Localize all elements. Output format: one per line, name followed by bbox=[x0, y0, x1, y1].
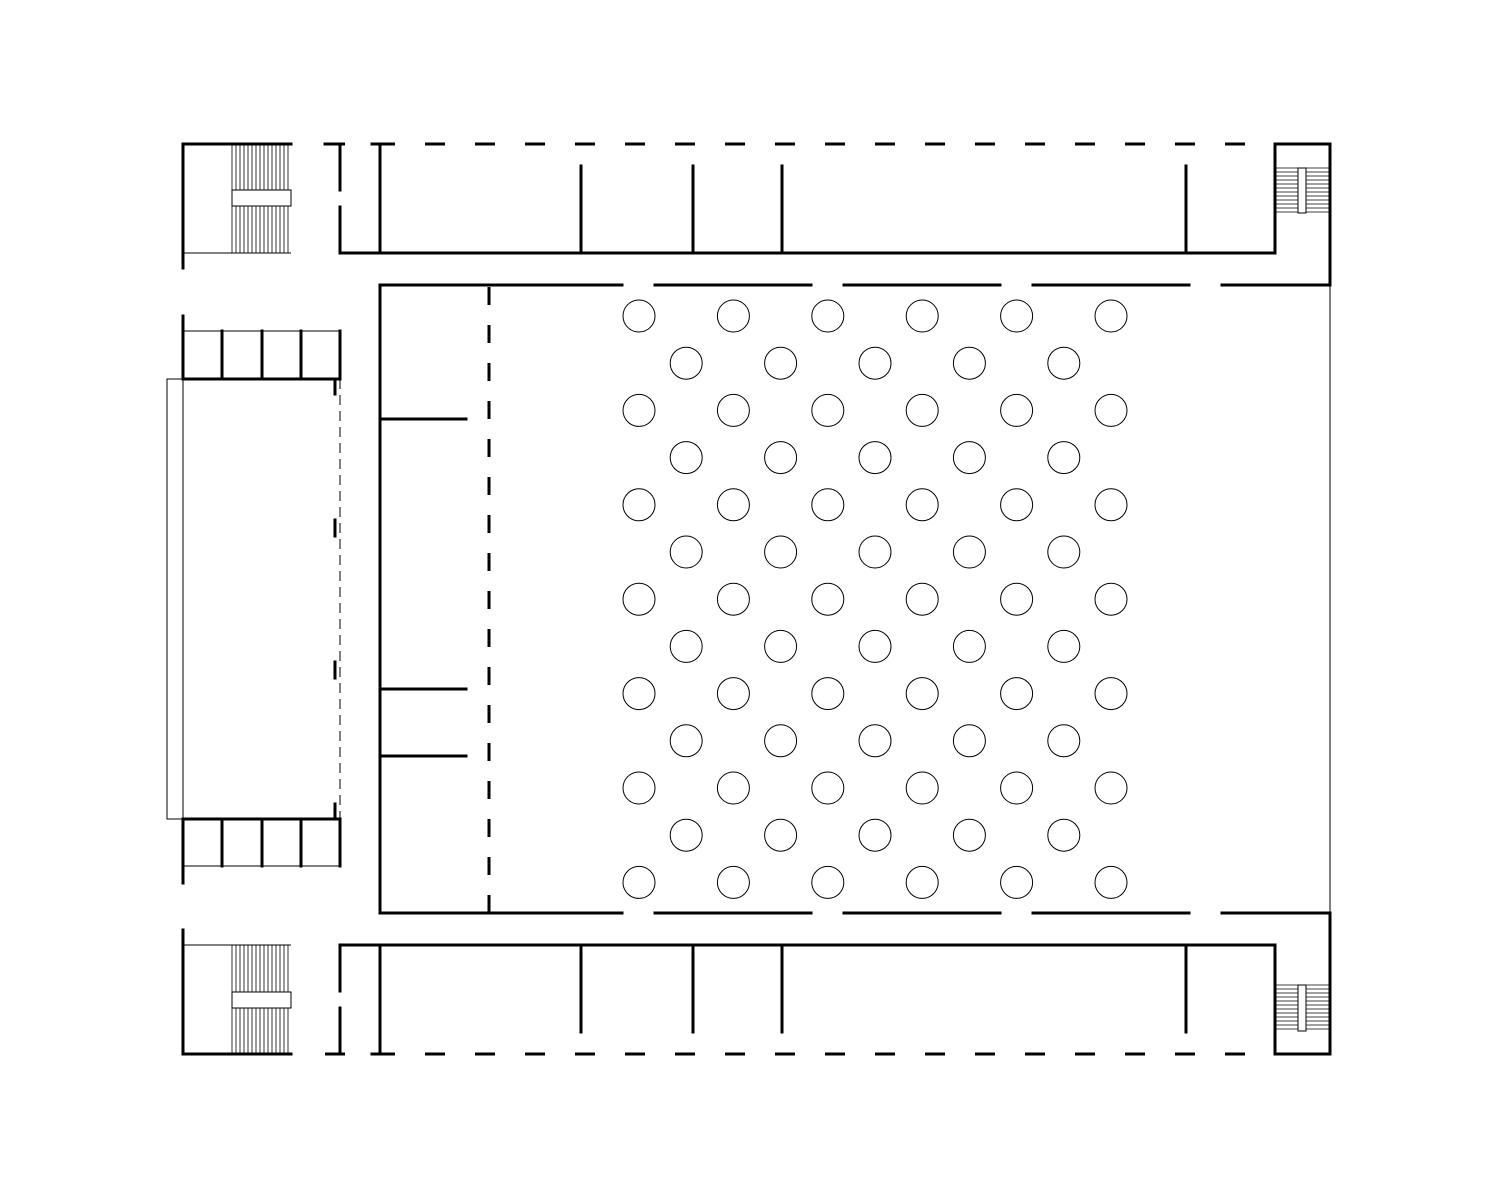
column bbox=[1000, 299, 1034, 333]
column bbox=[1000, 771, 1034, 805]
column bbox=[1000, 582, 1034, 616]
column bbox=[858, 346, 892, 380]
main-hall bbox=[378, 283, 1332, 915]
column bbox=[716, 771, 750, 805]
column bbox=[716, 488, 750, 522]
glazed-facade bbox=[166, 378, 184, 820]
column bbox=[1047, 724, 1081, 758]
column bbox=[1094, 488, 1128, 522]
column bbox=[1094, 299, 1128, 333]
north-corridor-wall bbox=[338, 142, 1332, 287]
column bbox=[622, 299, 656, 333]
column bbox=[1047, 818, 1081, 852]
column bbox=[1047, 441, 1081, 475]
column bbox=[905, 582, 939, 616]
column bbox=[1000, 865, 1034, 899]
column bbox=[811, 865, 845, 899]
column bbox=[1047, 346, 1081, 380]
column bbox=[858, 441, 892, 475]
column bbox=[716, 677, 750, 711]
column bbox=[669, 535, 703, 569]
column bbox=[952, 346, 986, 380]
column bbox=[622, 582, 656, 616]
column bbox=[622, 771, 656, 805]
column bbox=[1047, 535, 1081, 569]
south-wing bbox=[181, 911, 1332, 1056]
column bbox=[622, 488, 656, 522]
column bbox=[952, 535, 986, 569]
column bbox=[669, 441, 703, 475]
column bbox=[905, 865, 939, 899]
column bbox=[905, 771, 939, 805]
column bbox=[1094, 393, 1128, 427]
column bbox=[669, 346, 703, 380]
column bbox=[811, 582, 845, 616]
column bbox=[952, 724, 986, 758]
west-entrance bbox=[166, 314, 342, 885]
column bbox=[905, 393, 939, 427]
column bbox=[952, 818, 986, 852]
column bbox=[1094, 771, 1128, 805]
column bbox=[764, 724, 798, 758]
column bbox=[905, 677, 939, 711]
stair-north-east bbox=[1276, 167, 1329, 214]
column bbox=[764, 818, 798, 852]
north-stair-wall bbox=[181, 142, 293, 270]
column bbox=[716, 299, 750, 333]
south-corridor-wall bbox=[338, 911, 1332, 1056]
column bbox=[1000, 393, 1034, 427]
column bbox=[858, 535, 892, 569]
column bbox=[858, 629, 892, 663]
column bbox=[764, 346, 798, 380]
column bbox=[764, 441, 798, 475]
stair-south-west bbox=[231, 945, 292, 1054]
column bbox=[905, 488, 939, 522]
stair-south-east bbox=[1276, 984, 1329, 1032]
column bbox=[1047, 629, 1081, 663]
stair-landing bbox=[231, 189, 292, 207]
column bbox=[1000, 488, 1034, 522]
column bbox=[764, 535, 798, 569]
column bbox=[669, 629, 703, 663]
north-wing bbox=[181, 142, 1332, 287]
column bbox=[811, 488, 845, 522]
column-grid bbox=[622, 299, 1128, 899]
column bbox=[716, 582, 750, 616]
column bbox=[622, 865, 656, 899]
stair-north-west bbox=[231, 144, 292, 253]
column bbox=[952, 441, 986, 475]
column bbox=[858, 818, 892, 852]
column bbox=[1094, 677, 1128, 711]
column bbox=[811, 299, 845, 333]
column bbox=[1000, 677, 1034, 711]
south-stair-wall bbox=[181, 928, 293, 1056]
column bbox=[716, 865, 750, 899]
column bbox=[716, 393, 750, 427]
column bbox=[952, 629, 986, 663]
column bbox=[811, 771, 845, 805]
column bbox=[669, 724, 703, 758]
column bbox=[811, 393, 845, 427]
column bbox=[622, 677, 656, 711]
column bbox=[1094, 582, 1128, 616]
column bbox=[764, 629, 798, 663]
column bbox=[669, 818, 703, 852]
stair-landing bbox=[231, 991, 292, 1009]
column bbox=[1094, 865, 1128, 899]
column bbox=[905, 299, 939, 333]
column bbox=[811, 677, 845, 711]
column bbox=[858, 724, 892, 758]
column bbox=[622, 393, 656, 427]
